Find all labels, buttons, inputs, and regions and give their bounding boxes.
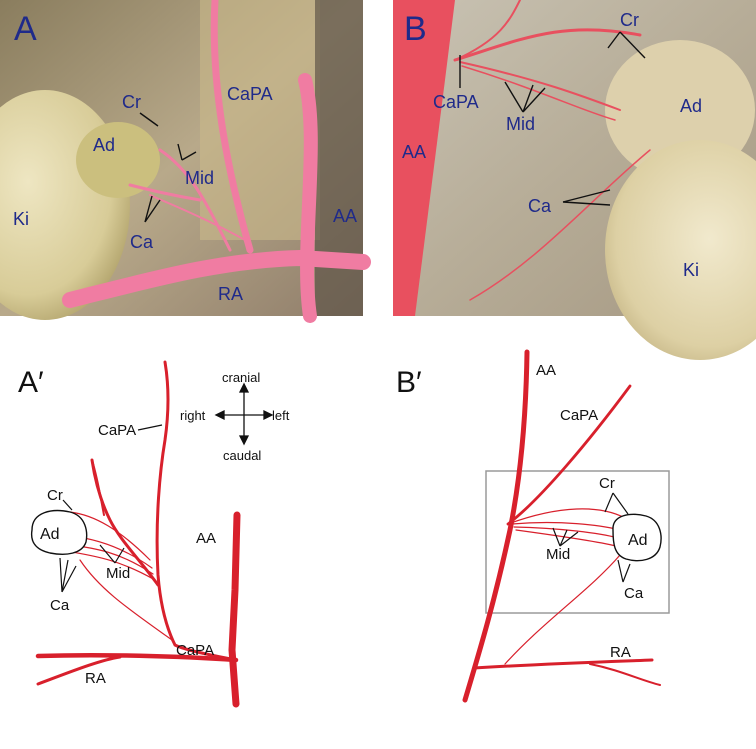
panel-b-label-mid: Mid	[506, 114, 535, 134]
panel-b-kidney	[605, 140, 756, 360]
compass-label-cranial: cranial	[222, 370, 260, 385]
panel-a-prime-label-mid: Mid	[106, 565, 130, 582]
panel-b-prime-label-capa: CaPA	[560, 407, 598, 424]
compass-label-right: right	[180, 408, 206, 423]
renal-artery-vessel	[35, 652, 239, 663]
panel-a-label-ki: Ki	[13, 209, 29, 229]
adrenal-gland-outline	[30, 509, 88, 555]
panel-b-prime-label-ca: Ca	[624, 585, 644, 602]
panel-a-prime-label-ra: RA	[85, 670, 106, 687]
panel-a-prime-label-ad: Ad	[40, 526, 60, 543]
compass-label-caudal: caudal	[223, 448, 261, 463]
panel-b-label-capa: CaPA	[433, 92, 479, 112]
panel-a-prime-vessels	[35, 360, 241, 708]
ca-vessel	[79, 559, 173, 641]
ca-vessel	[504, 554, 621, 665]
panel-a-prime-label-capa-top: CaPA	[98, 422, 136, 439]
cr-vessel	[507, 508, 626, 525]
panel-b-label-cr: Cr	[620, 10, 639, 30]
panel-b-prime-letter: B′	[396, 366, 422, 399]
panel-b-prime-leader-lines	[552, 492, 631, 583]
renal-artery-branch	[589, 663, 661, 686]
panel-b-label-ki: Ki	[683, 260, 699, 280]
panel-a-label-capa: CaPA	[227, 84, 273, 104]
panel-a-photo: A Cr Ad CaPA Mid Ki Ca AA RA	[0, 0, 371, 323]
panel-b-prime-vessels	[462, 349, 661, 703]
panel-a-label-aa: AA	[333, 206, 357, 226]
panel-b-letter: B	[404, 10, 427, 48]
orientation-compass: cranial caudal right left	[180, 370, 290, 463]
panel-b-prime-label-aa: AA	[536, 362, 556, 379]
mid-vessel-3	[71, 551, 156, 581]
compass-arrows	[214, 382, 274, 446]
panel-b-label-ca: Ca	[528, 196, 552, 216]
panel-b-label-ad: Ad	[680, 96, 702, 116]
panel-b-prime-label-ra: RA	[610, 644, 631, 661]
panel-b-aorta	[393, 0, 455, 316]
panel-a-letter: A	[14, 10, 37, 48]
adrenal-gland-outline	[612, 513, 662, 562]
panel-b-prime-label-cr: Cr	[599, 475, 615, 492]
panel-b-leader-lines	[459, 31, 646, 206]
panel-a-leader-lines	[139, 112, 197, 223]
panel-a-prime-letter: A′	[18, 366, 44, 399]
panel-a-prime-label-cr: Cr	[47, 487, 63, 504]
capa-main-vessel	[155, 360, 238, 662]
capa-branch-fork	[91, 459, 105, 516]
panel-a-vessels	[62, 0, 371, 323]
panel-b-vessels	[453, 0, 651, 301]
panel-b-prime-label-mid: Mid	[546, 546, 570, 563]
panel-a-label-ad: Ad	[93, 135, 115, 155]
panel-a-prime-leader-lines	[59, 424, 163, 593]
panel-a-label-mid: Mid	[185, 168, 214, 188]
panel-a-label-cr: Cr	[122, 92, 141, 112]
renal-artery-branch	[36, 655, 122, 686]
aorta-vessel	[228, 511, 241, 708]
panel-a-prime-label-ca: Ca	[50, 597, 70, 614]
inset-box	[485, 470, 670, 614]
compass-label-left: left	[272, 408, 290, 423]
capa-vessel	[506, 384, 632, 526]
panel-b-prime-label-ad: Ad	[628, 532, 648, 549]
panel-a-label-ra: RA	[218, 284, 243, 304]
mid-vessel-1	[511, 521, 621, 531]
panel-a-label-ca: Ca	[130, 232, 154, 252]
panel-b-photo: B Cr CaPA Ad Mid AA Ca Ki	[393, 0, 756, 360]
panel-a-prime-label-aa: AA	[196, 530, 216, 547]
panel-a-prime-label-capa-bottom: CaPA	[176, 642, 214, 659]
panel-b-prime-diagram: B′ Ad AA CaPA Cr Mid Ca RA	[396, 349, 670, 703]
capa-lateral-branch	[90, 458, 160, 587]
mid-vessel-3	[515, 529, 617, 547]
panel-a-adrenal	[76, 122, 160, 198]
aorta-vessel	[462, 349, 530, 703]
mid-vessel-2	[513, 526, 619, 539]
panel-b-label-aa: AA	[402, 142, 426, 162]
panel-a-prime-diagram: A′ cranial caudal right left	[18, 360, 290, 708]
cr-vessel	[69, 511, 151, 561]
renal-artery-vessel	[472, 658, 654, 670]
